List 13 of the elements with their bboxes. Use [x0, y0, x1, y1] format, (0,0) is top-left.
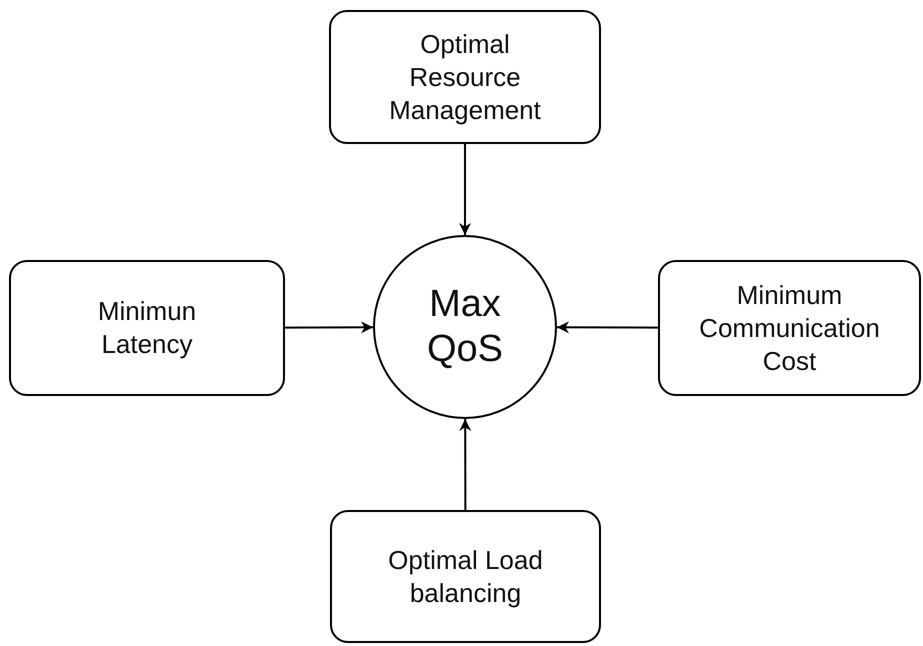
arrow — [285, 321, 373, 334]
node-label: Max QoS — [426, 282, 504, 372]
arrow — [459, 144, 471, 235]
process-box — [658, 260, 921, 396]
arrow — [557, 321, 658, 334]
arrow — [459, 419, 472, 510]
node-label: Minimum Communication Cost — [698, 278, 881, 378]
node-label: Optimal Resource Management — [388, 28, 542, 126]
node-label: Minimun Latency — [96, 295, 198, 361]
process-box — [330, 510, 601, 643]
node-label: Optimal Load balancing — [387, 544, 544, 610]
process-box — [9, 260, 285, 396]
process-box — [329, 10, 601, 144]
